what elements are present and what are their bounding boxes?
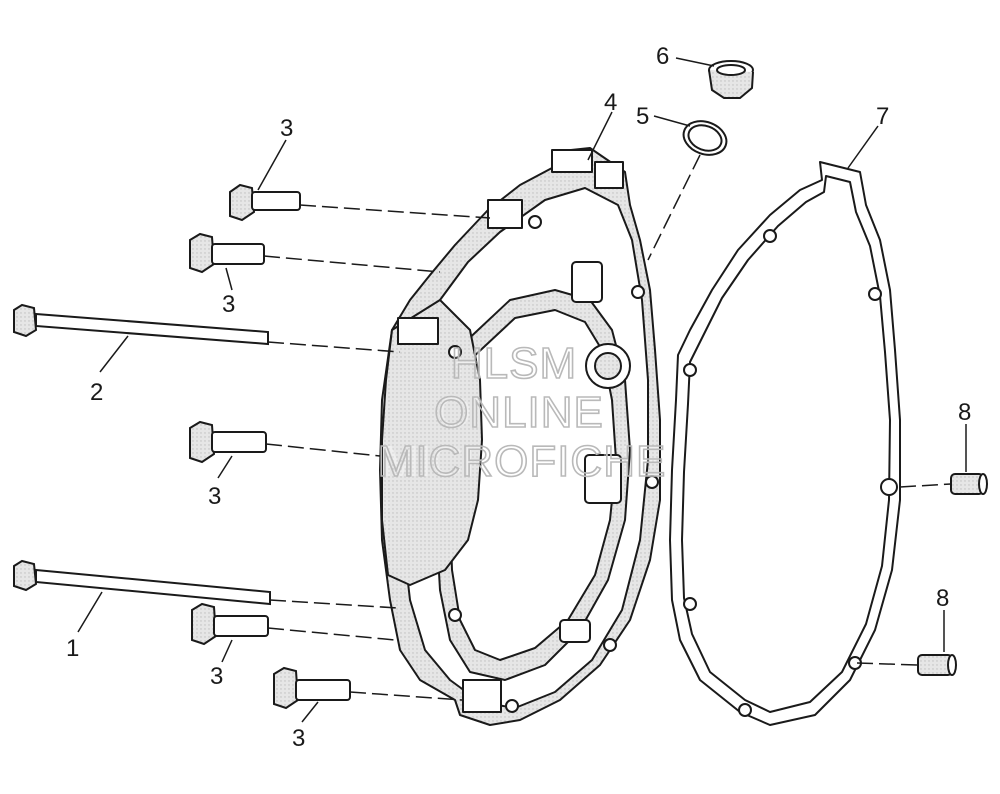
assembly-lines	[263, 154, 952, 701]
callout-3-middle: 3	[208, 483, 221, 510]
oil-filler-cap	[708, 60, 754, 99]
callout-1: 1	[66, 635, 79, 662]
callout-3-upper: 3	[222, 291, 235, 318]
callout-3-bottom: 3	[292, 725, 305, 752]
callout-8-upper: 8	[958, 399, 971, 426]
flange-bolt-lower	[191, 602, 269, 646]
watermark-line-3: MICROFICHE	[378, 437, 667, 486]
callout-2: 2	[90, 379, 103, 406]
dowel-pin-upper	[950, 473, 988, 495]
callout-6: 6	[656, 43, 669, 70]
callout-4: 4	[604, 89, 617, 116]
crankcase-cover	[379, 147, 661, 726]
flange-bolt-upper	[189, 232, 265, 274]
callout-7: 7	[876, 103, 889, 130]
dowel-pin-lower	[917, 654, 957, 676]
flange-bolt-bottom	[273, 666, 351, 710]
long-bolt-1	[13, 559, 271, 606]
callout-3-top: 3	[280, 115, 293, 142]
watermark-line-1: HLSM	[451, 339, 577, 388]
callout-3-lower: 3	[210, 663, 223, 690]
flange-bolt-top	[229, 183, 301, 222]
watermark-line-3-fill: MICROFICHE	[383, 437, 662, 486]
o-ring	[682, 120, 728, 156]
long-bolt-2	[13, 303, 269, 346]
watermark-line-2-fill: ONLINE	[437, 388, 601, 437]
callout-8-lower: 8	[936, 585, 949, 612]
watermark-line-2: ONLINE	[434, 388, 604, 437]
flange-bolt-middle	[189, 420, 267, 464]
callout-5: 5	[636, 103, 649, 130]
watermark-line-1-fill: HLSM	[453, 339, 575, 388]
watermark: HLSM HLSM ONLINE ONLINE MICROFICHE MICRO…	[377, 338, 667, 487]
leader-lines	[77, 57, 967, 723]
gasket	[669, 161, 901, 726]
